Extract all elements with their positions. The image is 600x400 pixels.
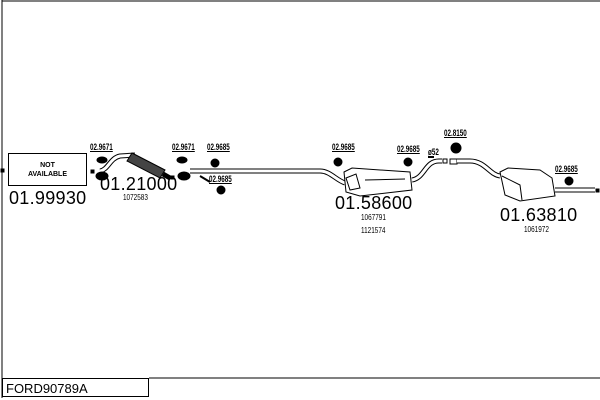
- not-available-line2: AVAILABLE: [27, 170, 68, 178]
- diagram-title: FORD90789A: [2, 378, 149, 397]
- part-number-01-99930[interactable]: 01.99930: [9, 188, 87, 208]
- fitting-label[interactable]: 02.9671: [90, 142, 113, 152]
- part-number-01-21000[interactable]: 01.21000: [100, 174, 178, 194]
- fitting-label[interactable]: 02.9685: [207, 142, 230, 152]
- fitting-label[interactable]: 02.9671: [172, 142, 195, 152]
- ref-number: 1061972: [524, 225, 549, 234]
- fitting-label[interactable]: 02.9685: [332, 142, 355, 152]
- ref-number: 1072583: [123, 193, 148, 202]
- ref-number: 1121574: [361, 226, 386, 235]
- not-available-box: NOT AVAILABLE: [8, 153, 87, 186]
- fitting-label[interactable]: 02.9685: [555, 164, 578, 174]
- ref-number: 1067791: [361, 213, 386, 222]
- part-number-01-63810[interactable]: 01.63810: [500, 205, 578, 225]
- fitting-label[interactable]: 02.9685: [397, 144, 420, 154]
- rear-muffler: [499, 167, 556, 202]
- part-number-01-58600[interactable]: 01.58600: [335, 193, 413, 213]
- fitting-label[interactable]: 02.9685: [209, 174, 232, 184]
- diameter-label: ø52: [428, 147, 439, 157]
- flex-section: [126, 152, 166, 179]
- gasket-icons: [95, 142, 574, 195]
- centre-muffler: [343, 167, 413, 197]
- fitting-label[interactable]: 02.8150: [444, 128, 467, 138]
- not-available-line1: NOT: [40, 161, 55, 169]
